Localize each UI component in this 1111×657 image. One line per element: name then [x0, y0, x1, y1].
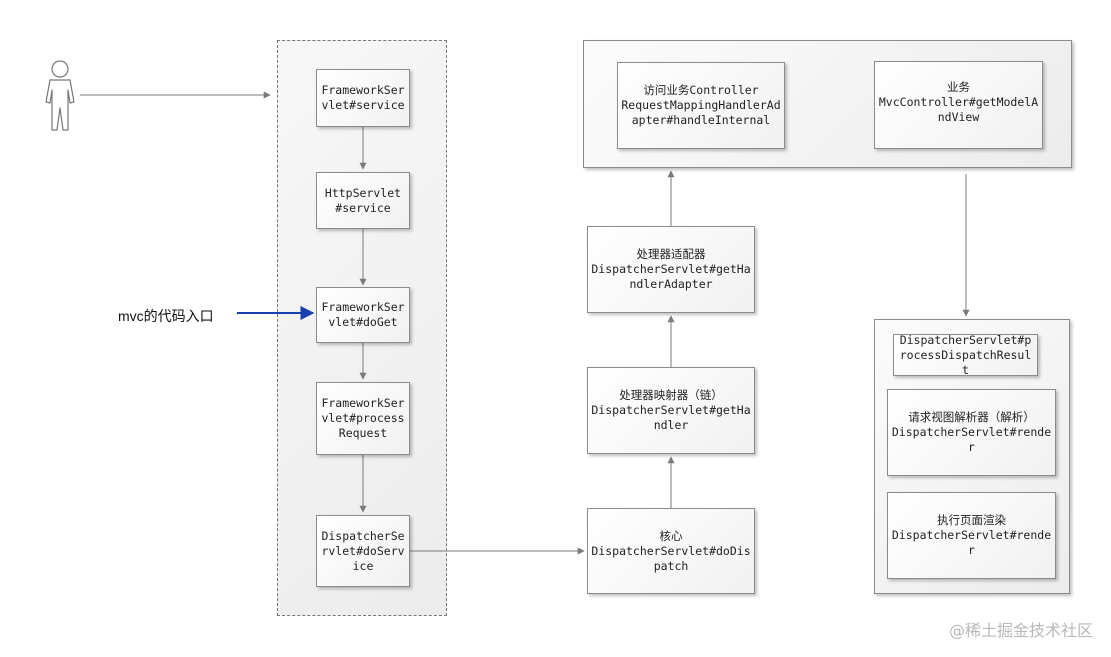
entry-label: mvc的代码入口 — [118, 308, 214, 324]
httpservlet-service-text: HttpServlet #service — [324, 185, 402, 215]
user-actor-icon — [45, 60, 75, 131]
handler-mapping-box: 处理器映射器（链） DispatcherServlet#getHandler — [587, 367, 755, 454]
core-dodispatch-text: 核心 DispatcherServlet#doDispatch — [591, 528, 751, 573]
framework-processrequest-text: FrameworkServlet#processRequest — [321, 396, 405, 440]
dispatcher-doservice-text: DispatcherServlet#doService — [321, 528, 405, 573]
controller-access-box: 访问业务Controller RequestMappingHandlerAdap… — [617, 62, 785, 149]
framework-doget-box: FrameworkServlet#doGet — [316, 287, 410, 343]
view-resolver-box: 请求视图解析器（解析） DispatcherServlet#render — [887, 389, 1056, 476]
controller-access-text: 访问业务Controller RequestMappingHandlerAdap… — [621, 83, 781, 127]
framework-service-box: FrameworkServlet#service — [316, 69, 410, 127]
framework-processrequest-box: FrameworkServlet#processRequest — [316, 382, 410, 455]
handler-mapping-text: 处理器映射器（链） DispatcherServlet#getHandler — [591, 388, 751, 432]
page-render-text: 执行页面渲染 DispatcherServlet#render — [891, 513, 1052, 557]
business-controller-box: 业务 MvcController#getModelAndView — [874, 61, 1043, 149]
httpservlet-service-box: HttpServlet #service — [316, 172, 410, 229]
process-result-box: DispatcherServlet#processDispatchResult — [893, 332, 1038, 377]
process-result-text: DispatcherServlet#processDispatchResult — [899, 332, 1032, 377]
page-render-box: 执行页面渲染 DispatcherServlet#render — [887, 492, 1056, 579]
handler-adapter-box: 处理器适配器 DispatcherServlet#getHandlerAdapt… — [587, 226, 755, 313]
view-resolver-text: 请求视图解析器（解析） DispatcherServlet#render — [891, 410, 1052, 454]
dispatcher-doservice-box: DispatcherServlet#doService — [316, 515, 410, 587]
framework-doget-text: FrameworkServlet#doGet — [321, 300, 405, 329]
watermark: @稀土掘金技术社区 — [948, 621, 1093, 640]
handler-adapter-text: 处理器适配器 DispatcherServlet#getHandlerAdapt… — [591, 247, 751, 291]
framework-service-text: FrameworkServlet#service — [321, 83, 405, 112]
business-controller-text: 业务 MvcController#getModelAndView — [878, 80, 1039, 124]
core-dodispatch-box: 核心 DispatcherServlet#doDispatch — [587, 508, 755, 594]
